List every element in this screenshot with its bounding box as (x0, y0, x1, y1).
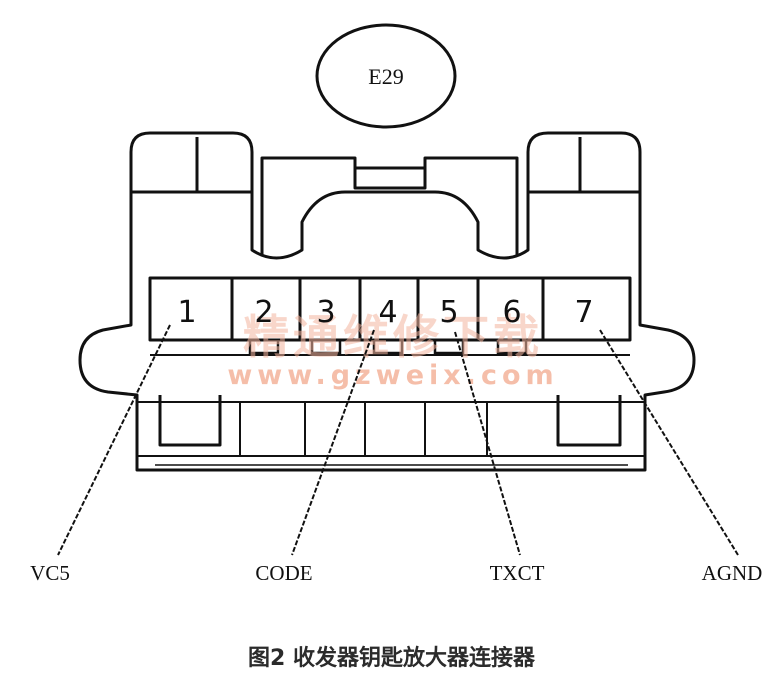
pin-number: 7 (574, 295, 593, 330)
terminal-slot (424, 402, 488, 456)
pin-cavity (496, 340, 528, 355)
signal-label: VC5 (30, 561, 70, 585)
figure-caption: 图2 收发器钥匙放大器连接器 (248, 646, 535, 671)
pin-number: 2 (254, 295, 273, 330)
lower-slots (239, 402, 488, 456)
connector-id: E29 (368, 64, 403, 89)
leader-lines (57, 324, 739, 556)
signal-labels: VC5 CODE TXCT AGND (30, 561, 762, 585)
pin-number: 5 (439, 295, 458, 330)
right-lower-latch (556, 395, 622, 447)
pin-number: 1 (177, 295, 196, 330)
pin-cavity (372, 340, 404, 355)
pin-number: 4 (378, 295, 397, 330)
pin-labels: 1 2 3 4 5 6 7 (177, 295, 593, 330)
pin-cavities (248, 340, 528, 355)
leader-line (291, 329, 375, 556)
leader-line (599, 329, 739, 556)
watermark-url: www.gzweix.com (227, 360, 558, 391)
leader-line (454, 331, 521, 556)
pin-cavity (433, 340, 465, 355)
terminal-slot (364, 402, 426, 456)
pin-window (148, 276, 632, 342)
pin-number: 6 (502, 295, 521, 330)
left-lower-latch (158, 395, 222, 447)
signal-label: CODE (255, 561, 312, 585)
pin-cavity (310, 340, 342, 355)
watermark-text: 精通维修下载 (243, 310, 543, 364)
top-key-center (353, 166, 427, 190)
pin-cavity (248, 340, 280, 355)
pin-number: 3 (316, 295, 335, 330)
signal-label: TXCT (490, 561, 545, 585)
pin-dividers (230, 278, 545, 340)
terminal-slot (304, 402, 366, 456)
leader-line (57, 324, 171, 556)
signal-label: AGND (702, 561, 763, 585)
terminal-slot (239, 402, 306, 456)
connector-id-ellipse (315, 23, 457, 129)
connector-housing-outline (78, 131, 696, 472)
